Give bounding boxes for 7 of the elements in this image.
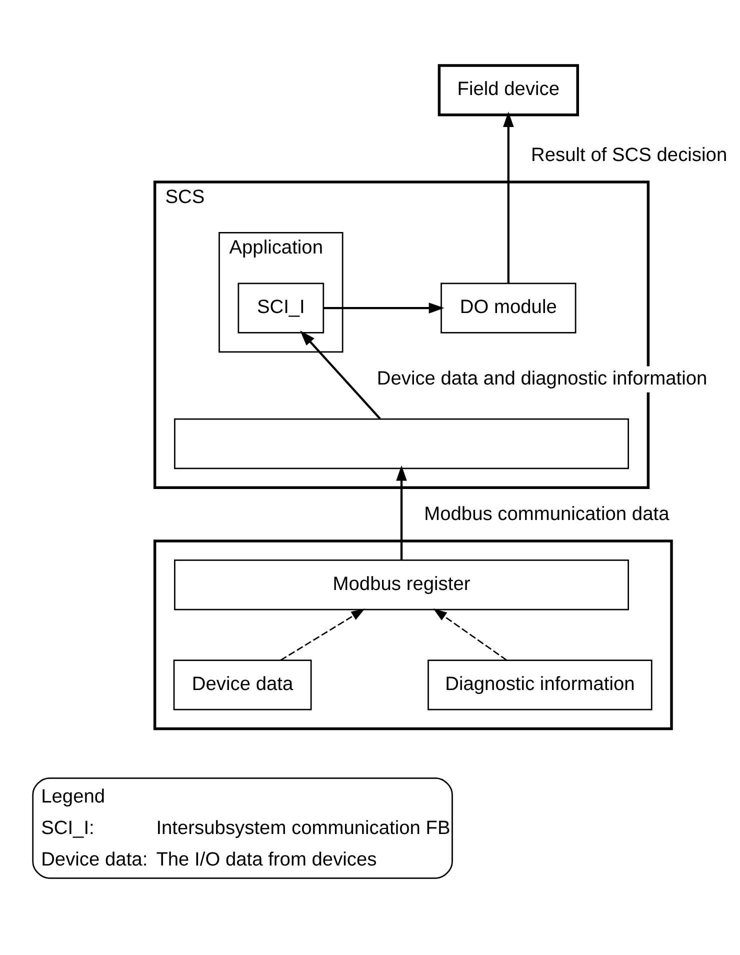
label: Device data: — [41, 848, 148, 870]
label: SCI_I: — [41, 817, 94, 838]
label: The I/O data from devices — [156, 848, 377, 870]
edge-label: Modbus communication data — [424, 504, 670, 525]
label: Legend — [41, 786, 106, 807]
label: Intersubsystem communication FB — [156, 817, 450, 838]
edge-label: Result of SCS decision — [531, 144, 728, 166]
